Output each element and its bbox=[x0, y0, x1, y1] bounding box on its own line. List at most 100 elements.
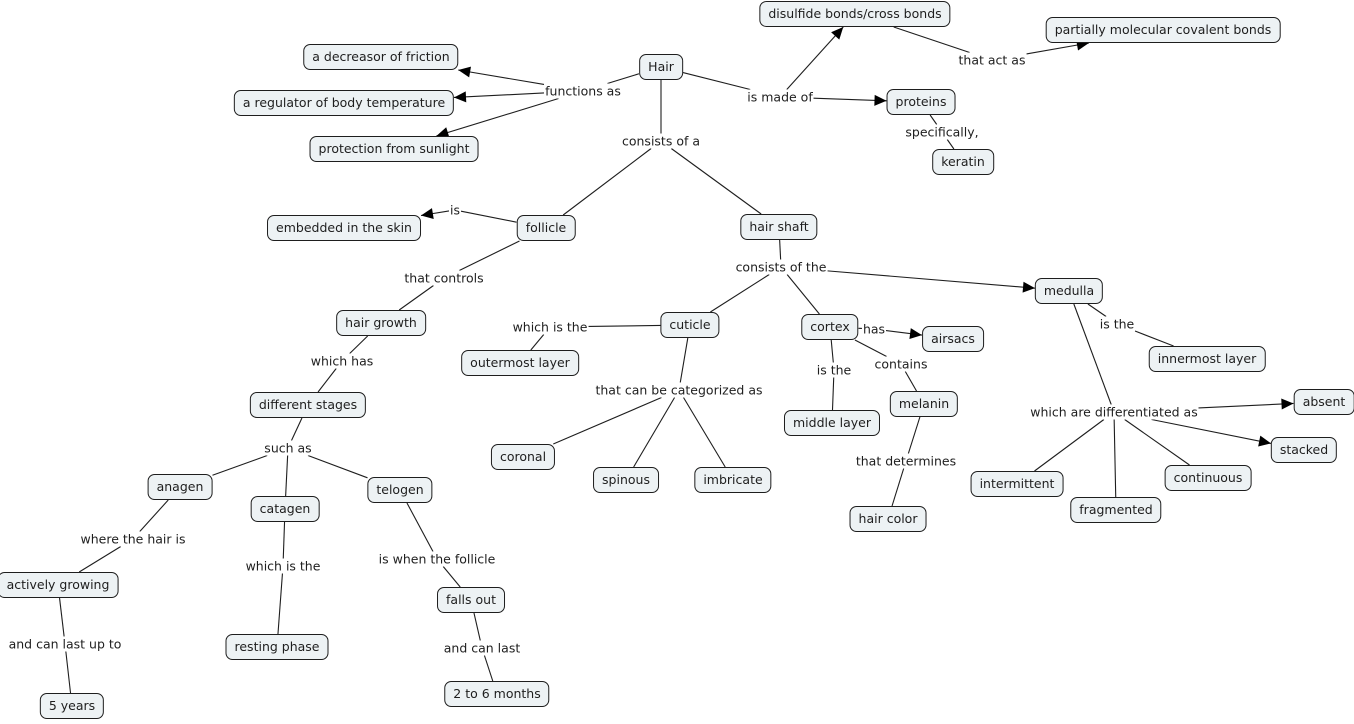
linking-phrase-whichhas[interactable]: which has bbox=[309, 353, 375, 369]
concept-outermost[interactable]: outermost layer bbox=[461, 350, 579, 376]
concept-airsacs[interactable]: airsacs bbox=[922, 326, 984, 352]
concept-keratin[interactable]: keratin bbox=[932, 149, 994, 175]
concept-fragmented[interactable]: fragmented bbox=[1070, 497, 1162, 523]
concept-hairgrowth[interactable]: hair growth bbox=[336, 310, 426, 336]
concept-protection[interactable]: protection from sunlight bbox=[309, 136, 479, 162]
concept-fallsout[interactable]: falls out bbox=[437, 587, 505, 613]
concept-telogen[interactable]: telogen bbox=[367, 477, 433, 503]
connection-suchas-telogen bbox=[307, 454, 368, 479]
arrowhead-icon bbox=[436, 127, 450, 138]
concept-fiveyears[interactable]: 5 years bbox=[39, 693, 105, 719]
connection-whichisthe2-outermost bbox=[530, 334, 545, 351]
connection-specifically-keratin bbox=[946, 139, 955, 150]
concept-hairshaft[interactable]: hair shaft bbox=[740, 214, 818, 240]
connection-catagen-whichisthe1 bbox=[282, 521, 286, 559]
connection-telogen-whenfollicle bbox=[406, 502, 434, 552]
concept-decreasor[interactable]: a decreasor of friction bbox=[303, 44, 459, 70]
linking-phrase-differentiated[interactable]: which are differentiated as bbox=[1029, 404, 1199, 420]
connection-follicle-is bbox=[460, 210, 517, 223]
concept-catagen[interactable]: catagen bbox=[250, 496, 320, 522]
linking-phrase-canlast[interactable]: and can last bbox=[442, 640, 522, 656]
connection-wherehair-growing bbox=[78, 546, 122, 573]
connection-cuticle-whichisthe2 bbox=[588, 324, 661, 327]
connection-hair-functions bbox=[607, 73, 640, 85]
concept-hair[interactable]: Hair bbox=[639, 54, 683, 80]
connection-canlastupto-fiveyears bbox=[65, 651, 72, 694]
linking-phrase-whichisthe2[interactable]: which is the bbox=[511, 319, 589, 335]
concept-growing[interactable]: actively growing bbox=[0, 572, 119, 598]
connection-determines-haircolor bbox=[891, 468, 905, 507]
linking-phrase-has[interactable]: has bbox=[861, 321, 887, 337]
connection-whenfollicle-fallsout bbox=[442, 566, 461, 588]
concept-middle[interactable]: middle layer bbox=[783, 410, 881, 436]
concept-medulla[interactable]: medulla bbox=[1034, 278, 1104, 304]
linking-phrase-actas[interactable]: that act as bbox=[957, 52, 1027, 68]
linking-phrase-canlastupto[interactable]: and can last up to bbox=[7, 636, 123, 652]
concept-melanin[interactable]: melanin bbox=[889, 391, 959, 417]
linking-phrase-contains[interactable]: contains bbox=[873, 356, 929, 372]
concept-imbricate[interactable]: imbricate bbox=[694, 467, 772, 493]
concept-stages[interactable]: different stages bbox=[249, 392, 367, 418]
concept-disulfide[interactable]: disulfide bonds/cross bonds bbox=[759, 1, 951, 27]
concept-covalent[interactable]: partially molecular covalent bonds bbox=[1045, 17, 1281, 43]
concept-stacked[interactable]: stacked bbox=[1270, 437, 1338, 463]
connection-fallsout-canlast bbox=[473, 612, 481, 641]
linking-phrase-isthe1[interactable]: is the bbox=[815, 362, 853, 378]
connection-anagen-wherehair bbox=[139, 499, 169, 532]
concept-haircolor[interactable]: hair color bbox=[849, 506, 927, 532]
concept-cortex[interactable]: cortex bbox=[801, 314, 859, 340]
linking-phrase-consiststhe[interactable]: consists of the bbox=[734, 259, 828, 275]
linking-phrase-specifically[interactable]: specifically, bbox=[904, 124, 980, 140]
linking-phrase-isthe2[interactable]: is the bbox=[1098, 316, 1136, 332]
linking-phrase-wherehair[interactable]: where the hair is bbox=[79, 531, 187, 547]
connection-differentiated-fragmented bbox=[1113, 419, 1117, 498]
concept-spinous[interactable]: spinous bbox=[593, 467, 659, 493]
connection-functions-protection bbox=[436, 97, 559, 137]
concept-follicle[interactable]: follicle bbox=[516, 215, 576, 241]
concept-cuticle[interactable]: cuticle bbox=[660, 312, 720, 338]
concept-continuous[interactable]: continuous bbox=[1164, 465, 1252, 491]
connection-stages-suchas bbox=[290, 417, 303, 441]
linking-phrase-determines[interactable]: that determines bbox=[854, 453, 958, 469]
concept-resting[interactable]: resting phase bbox=[225, 634, 329, 660]
connection-consiststhe-cuticle bbox=[710, 274, 770, 313]
connection-canlast-months bbox=[483, 655, 494, 682]
arrowhead-icon bbox=[909, 328, 922, 340]
connection-functions-regulator bbox=[453, 92, 545, 99]
arrowhead-icon bbox=[421, 208, 434, 220]
linking-phrase-madeof[interactable]: is made of bbox=[746, 89, 814, 105]
connection-follicle-controls bbox=[459, 240, 520, 271]
connection-isthe1-middle bbox=[831, 377, 835, 411]
connection-differentiated-continuous bbox=[1124, 419, 1190, 466]
linking-phrase-is[interactable]: is bbox=[449, 202, 461, 218]
connection-contains-melanin bbox=[904, 371, 918, 392]
concept-coronal[interactable]: coronal bbox=[490, 444, 556, 470]
concept-proteins[interactable]: proteins bbox=[886, 89, 956, 115]
linking-phrase-whenfollicle[interactable]: is when the follicle bbox=[377, 551, 497, 567]
concept-months[interactable]: 2 to 6 months bbox=[444, 681, 550, 707]
concept-regulator[interactable]: a regulator of body temperature bbox=[233, 90, 455, 116]
connection-consiststhe-medulla bbox=[827, 270, 1036, 289]
connection-suchas-catagen bbox=[285, 455, 289, 497]
concept-absent[interactable]: absent bbox=[1293, 389, 1354, 415]
connection-isthe2-innermost bbox=[1134, 330, 1174, 347]
linking-phrase-whichisthe1[interactable]: which is the bbox=[244, 558, 322, 574]
arrowhead-icon bbox=[458, 66, 471, 78]
connection-cortex-contains bbox=[854, 339, 887, 357]
concept-innermost[interactable]: innermost layer bbox=[1148, 346, 1266, 372]
arrowhead-icon bbox=[1281, 398, 1294, 410]
connection-differentiated-stacked bbox=[1151, 418, 1272, 444]
linking-phrase-controls[interactable]: that controls bbox=[403, 270, 485, 286]
concept-intermittent[interactable]: intermittent bbox=[970, 471, 1064, 497]
concept-anagen[interactable]: anagen bbox=[147, 474, 213, 500]
connection-medulla-isthe2 bbox=[1087, 303, 1107, 317]
linking-phrase-consistsa[interactable]: consists of a bbox=[620, 133, 702, 149]
arrowhead-icon bbox=[454, 91, 467, 103]
connection-medulla-differentiated bbox=[1073, 303, 1112, 405]
connection-functions-decreasor bbox=[458, 69, 545, 85]
concept-embedded[interactable]: embedded in the skin bbox=[267, 215, 421, 241]
linking-phrase-categorized[interactable]: that can be categorized as bbox=[594, 382, 764, 398]
linking-phrase-suchas[interactable]: such as bbox=[263, 440, 313, 456]
linking-phrase-functions[interactable]: functions as bbox=[544, 83, 622, 99]
connection-differentiated-intermittent bbox=[1034, 419, 1105, 472]
